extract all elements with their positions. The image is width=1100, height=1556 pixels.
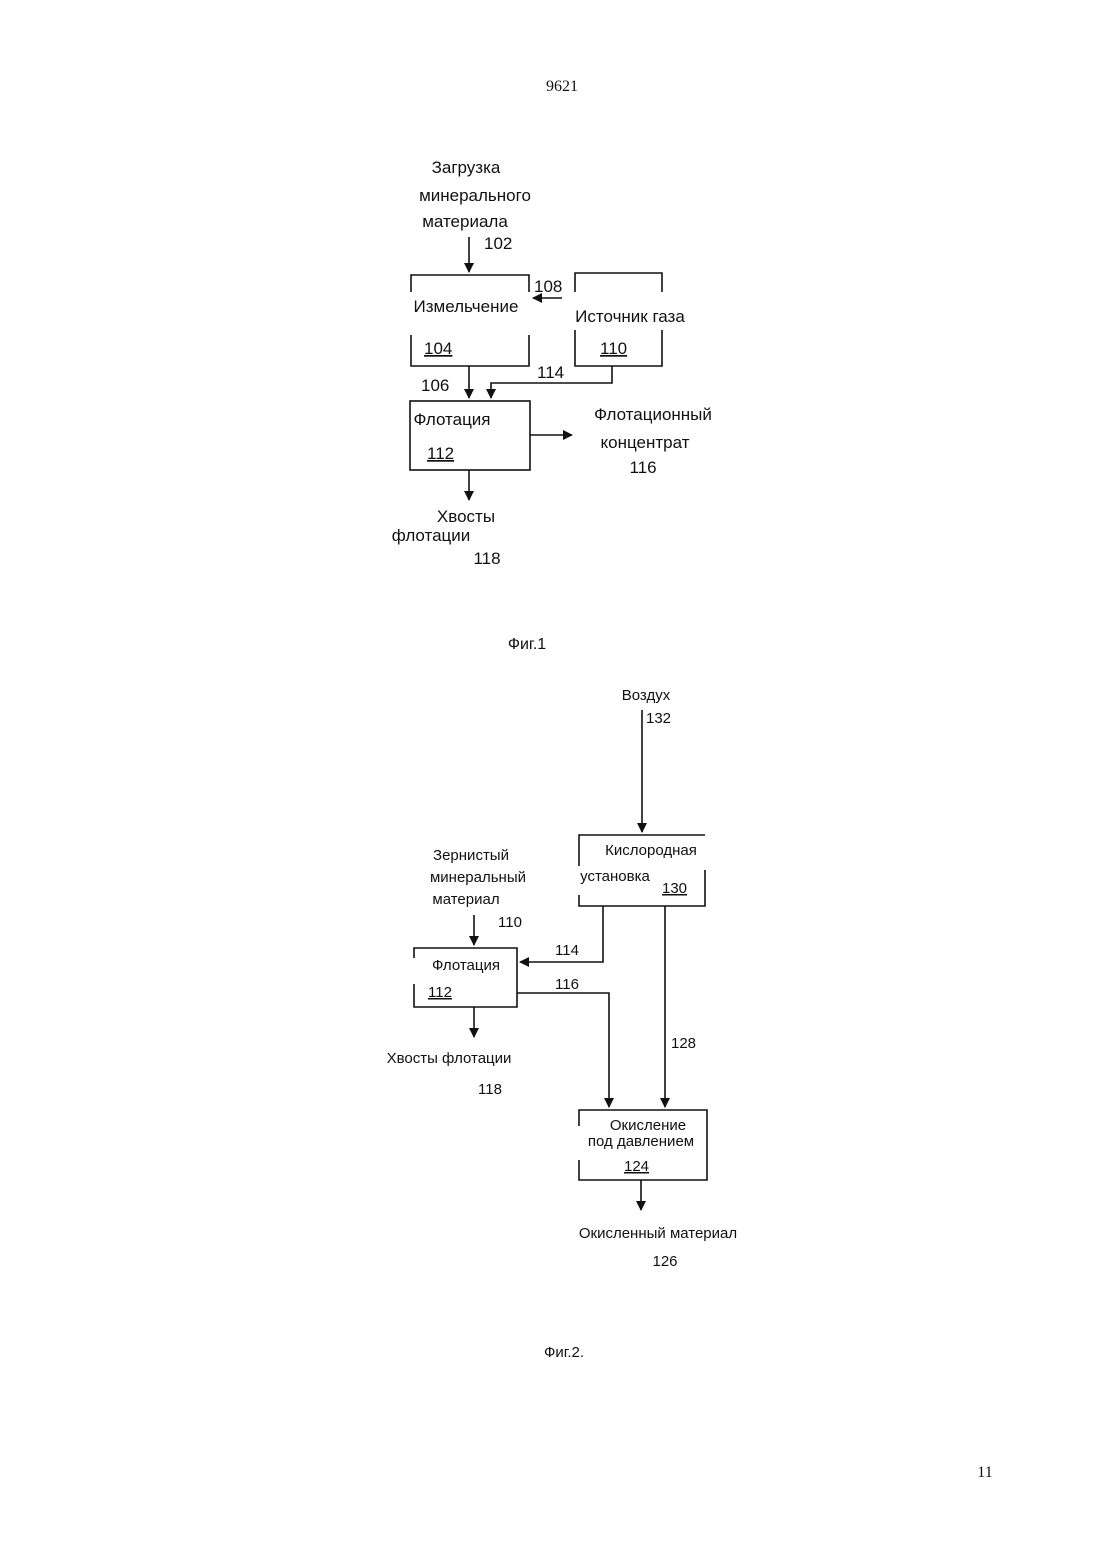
fig1-gas-ref: 110 — [600, 339, 627, 358]
fig2-flotation-ref: 112 — [428, 984, 452, 1001]
fig1-input-line3: материала — [422, 212, 508, 231]
fig2-flotation-label: Флотация — [432, 957, 500, 974]
fig2-oxidation-line1: Окисление — [610, 1117, 686, 1134]
fig1-ref-108: 108 — [534, 277, 562, 296]
fig2-oxidized-label: Окисленный материал — [579, 1225, 737, 1242]
fig1-concentrate-ref: 116 — [629, 458, 656, 477]
fig2-oxidation-ref: 124 — [624, 1158, 649, 1175]
fig1-caption: Фиг.1 — [508, 636, 546, 653]
fig2-tailings-ref: 118 — [478, 1081, 502, 1098]
fig2-tailings-label: Хвосты флотации — [387, 1050, 512, 1067]
fig1-flotation-ref: 112 — [427, 444, 454, 463]
fig1-grinding-ref: 104 — [424, 339, 452, 358]
fig2-oxidized-ref: 126 — [652, 1253, 677, 1270]
page-number: 11 — [977, 1464, 992, 1481]
fig2-caption: Фиг.2. — [544, 1344, 584, 1361]
fig2-air-label: Воздух — [622, 687, 671, 704]
fig1-gas-label: Источник газа — [575, 307, 685, 326]
figure-2: Воздух 132 Кислородная установка 130 Зер… — [387, 687, 738, 1361]
fig1-gas-box-top — [575, 273, 662, 292]
fig1-concentrate-line1: Флотационный — [594, 405, 712, 424]
fig1-tailings-line2: флотации — [392, 526, 471, 545]
fig2-ref-116: 116 — [555, 976, 579, 993]
figure-1: Загрузка минерального материала 102 Изме… — [392, 158, 712, 653]
fig2-ref-128: 128 — [671, 1035, 696, 1052]
fig1-tailings-ref: 118 — [473, 549, 500, 568]
fig2-input-line2: минеральный — [430, 869, 526, 886]
header-number: 9621 — [546, 78, 578, 95]
fig2-oxygen-line2: установка — [580, 868, 650, 885]
fig2-ref-114: 114 — [555, 942, 579, 959]
fig1-ref-106: 106 — [421, 376, 449, 395]
fig1-grinding-box-top — [411, 275, 529, 292]
fig2-input-ref: 110 — [498, 914, 522, 931]
fig1-input-line1: Загрузка — [432, 158, 501, 177]
fig1-grinding-label: Измельчение — [414, 297, 519, 316]
fig2-arrow-flotation-to-oxidation — [517, 993, 609, 1107]
fig2-oxygen-line1: Кислородная — [605, 842, 697, 859]
fig1-tailings-line1: Хвосты — [437, 507, 495, 526]
fig2-oxygen-ref: 130 — [662, 880, 687, 897]
fig1-ref-114: 114 — [537, 363, 564, 382]
fig1-concentrate-line2: концентрат — [601, 433, 690, 452]
fig1-input-ref: 102 — [484, 234, 512, 253]
fig1-flotation-label: Флотация — [413, 410, 490, 429]
fig2-input-line1: Зернистый — [433, 847, 509, 864]
fig1-input-line2: минерального — [419, 186, 531, 205]
fig2-oxidation-line2: под давлением — [588, 1133, 694, 1150]
fig2-input-line3: материал — [432, 891, 499, 908]
fig2-air-ref: 132 — [646, 710, 671, 727]
